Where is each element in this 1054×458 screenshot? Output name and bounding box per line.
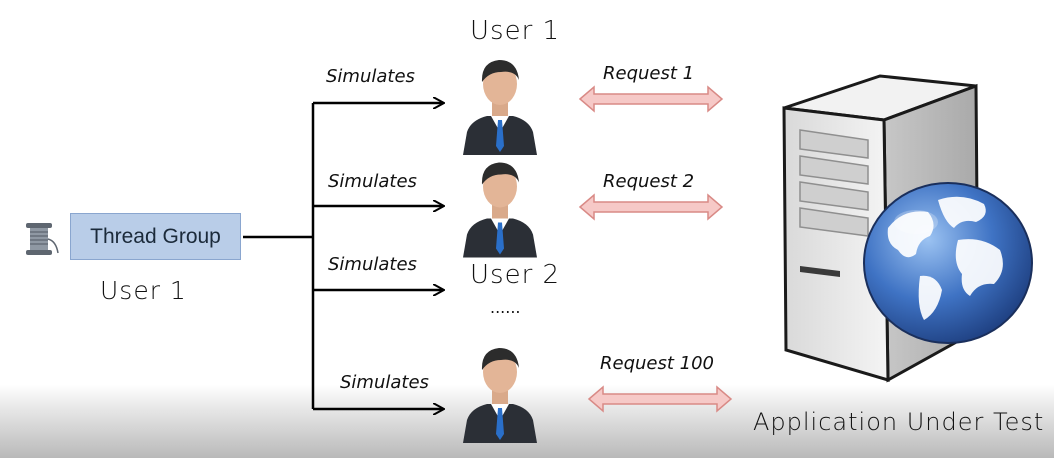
user-avatar-icon (463, 162, 537, 258)
user-label-top: User 1 (470, 16, 561, 46)
simulates-label-2: Simulates (328, 171, 417, 192)
request-double-arrow-3 (587, 385, 733, 413)
ellipsis: ...... (490, 298, 521, 317)
request-label-3: Request 100 (600, 353, 715, 374)
simulates-label-4: Simulates (340, 372, 429, 393)
server-caption: Application Under Test (753, 408, 1045, 436)
user-label-middle: User 2 (470, 260, 561, 290)
request-double-arrow-1 (578, 85, 724, 113)
thread-spool-icon (26, 223, 59, 255)
request-double-arrow-2 (578, 193, 724, 221)
thread-group-label: Thread Group (90, 224, 221, 248)
user-avatar-icon (463, 348, 537, 443)
thread-group-box: Thread Group (70, 213, 241, 260)
request-label-2: Request 2 (603, 171, 695, 192)
globe-icon (863, 182, 1033, 344)
simulates-label-3: Simulates (328, 254, 417, 275)
user-avatar-icon (463, 60, 537, 155)
request-label-1: Request 1 (603, 63, 695, 84)
simulates-label-1: Simulates (326, 66, 415, 87)
thread-group-caption: User 1 (100, 276, 187, 305)
